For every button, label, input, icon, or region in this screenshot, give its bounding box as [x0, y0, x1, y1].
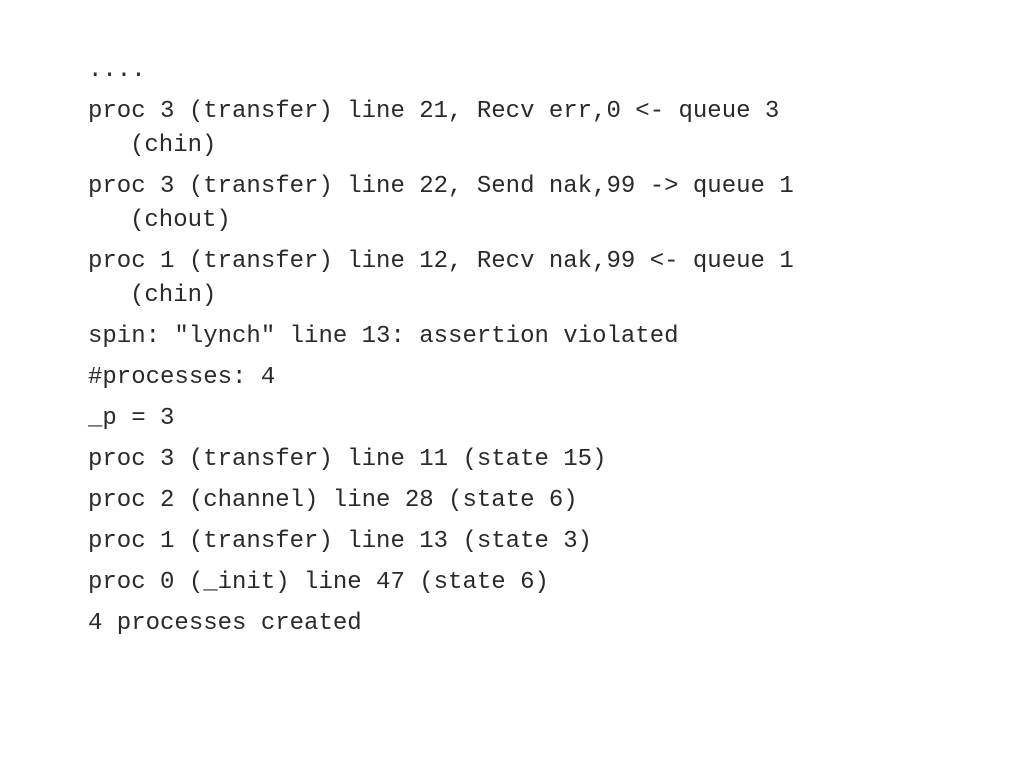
- trace-line-text: proc 3 (transfer) line 11 (state 15): [88, 446, 607, 473]
- trace-line-text: _p = 3: [88, 405, 175, 432]
- trace-line-continuation: (chin): [130, 282, 217, 309]
- trace-line-process-count: #processes: 4: [88, 361, 968, 395]
- trace-line-text: spin: "lynch" line 13: assertion violate…: [88, 323, 679, 350]
- trace-line-p-value: _p = 3: [88, 402, 968, 436]
- trace-line-text: ....: [88, 57, 146, 84]
- trace-line-proc-1: proc 1 (transfer) line 13 (state 3): [88, 525, 968, 559]
- trace-line-proc-3: proc 3 (transfer) line 11 (state 15): [88, 443, 968, 477]
- trace-line-text: proc 2 (channel) line 28 (state 6): [88, 487, 578, 514]
- trace-line-send-nak: proc 3 (transfer) line 22, Send nak,99 -…: [88, 170, 968, 238]
- trace-line-recv-nak: proc 1 (transfer) line 12, Recv nak,99 <…: [88, 245, 968, 313]
- trace-line-recv-err: proc 3 (transfer) line 21, Recv err,0 <-…: [88, 95, 968, 163]
- trace-line-text: #processes: 4: [88, 364, 276, 391]
- trace-line-text: 4 processes created: [88, 610, 362, 637]
- trace-line-proc-2: proc 2 (channel) line 28 (state 6): [88, 484, 968, 518]
- trace-line-text: proc 3 (transfer) line 21, Recv err,0 <-…: [88, 98, 780, 125]
- trace-line-created: 4 processes created: [88, 607, 968, 641]
- trace-line-text: proc 3 (transfer) line 22, Send nak,99 -…: [88, 173, 794, 200]
- trace-line-continuation: (chout): [130, 207, 231, 234]
- trace-line-proc-0: proc 0 (_init) line 47 (state 6): [88, 566, 968, 600]
- trace-line-text: proc 0 (_init) line 47 (state 6): [88, 569, 549, 596]
- trace-line-ellipsis: ....: [88, 54, 968, 88]
- trace-line-text: proc 1 (transfer) line 13 (state 3): [88, 528, 593, 555]
- trace-output: .... proc 3 (transfer) line 21, Recv err…: [88, 54, 968, 648]
- trace-line-text: proc 1 (transfer) line 12, Recv nak,99 <…: [88, 248, 794, 275]
- trace-line-assertion: spin: "lynch" line 13: assertion violate…: [88, 320, 968, 354]
- trace-line-continuation: (chin): [130, 132, 217, 159]
